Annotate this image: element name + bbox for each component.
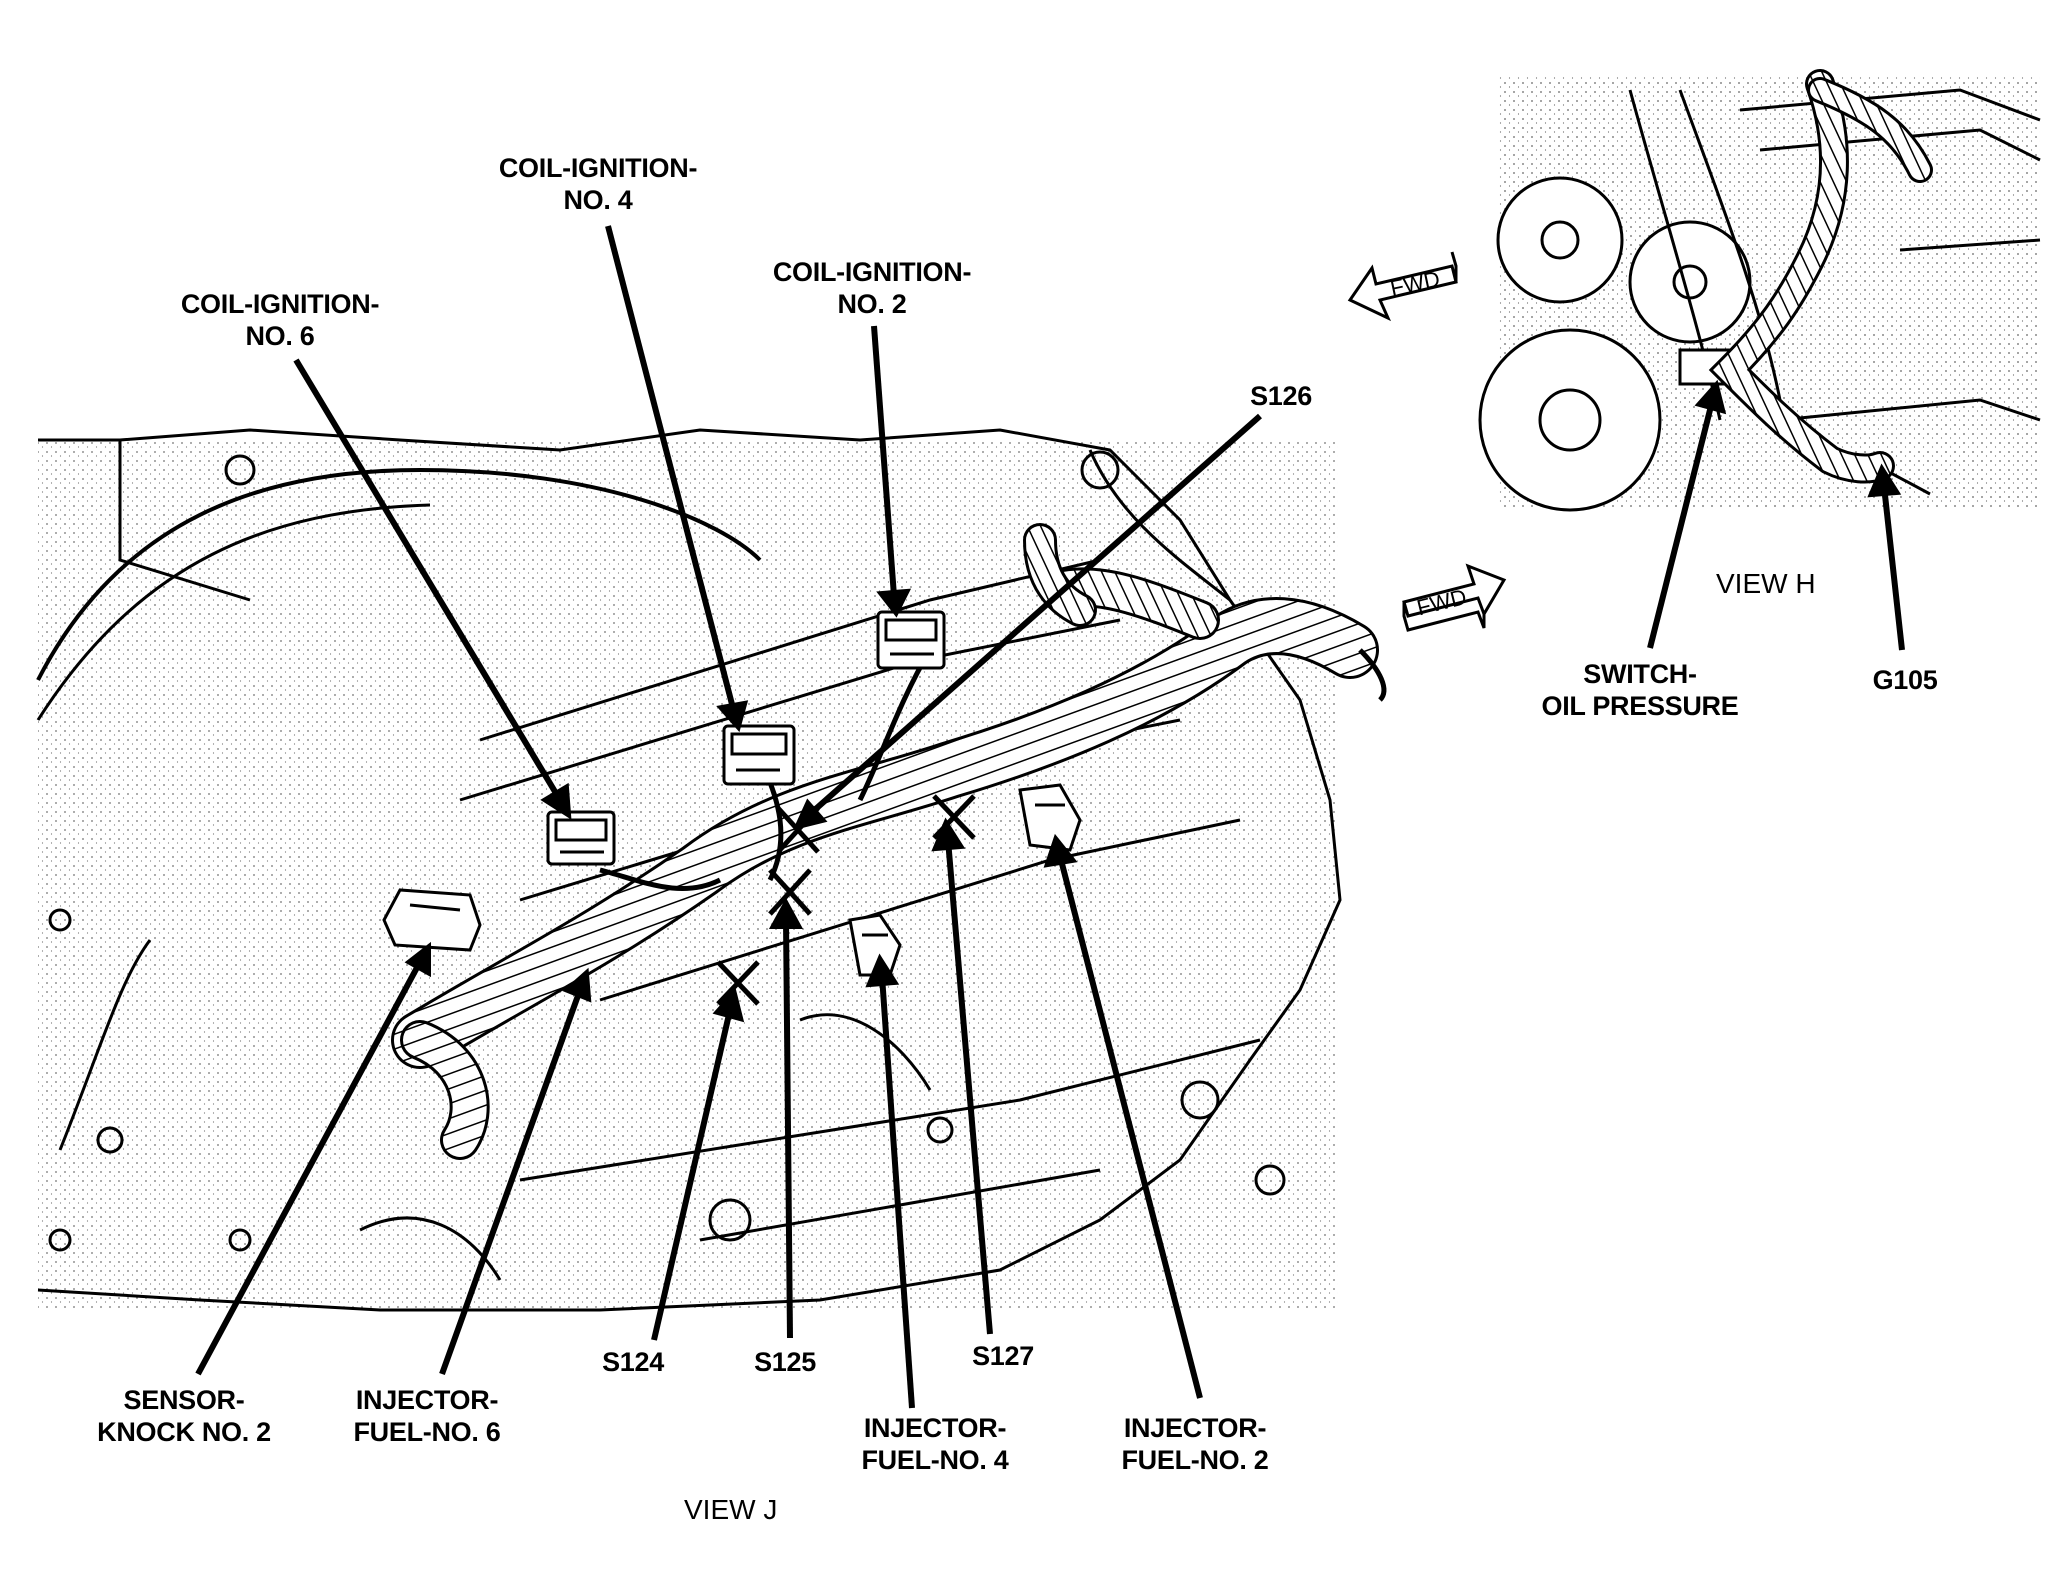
coil-6-connector [546,810,616,866]
injector-4-connector [848,913,902,977]
inj-4-arrowhead [865,953,900,988]
inj-6-arrowhead [562,967,592,1003]
label-switch-oil-pressure: SWITCH-OIL PRESSURE [1541,659,1739,721]
label-coil-ignition-6: COIL-IGNITION-NO. 6 [180,289,380,351]
label-s126: S126 [1250,381,1312,411]
label-s124: S124 [602,1347,664,1377]
coil-4-connector [722,724,796,786]
knock-sensor-connector [382,888,482,952]
s124-arrowhead [712,987,745,1023]
coil-4-arrowhead [716,700,749,733]
engine-view-h [1478,76,2041,512]
injector-2-connector [1018,783,1082,852]
fwd-label-view-h: FWD [1388,266,1442,301]
s126-arrowhead [792,798,828,831]
view-h-title: VIEW H [1716,568,1816,599]
label-sensor-knock-2: SENSOR-KNOCK NO. 2 [97,1385,271,1447]
coil-2-connector [876,610,946,670]
s125-splice-mark [768,868,812,916]
label-s125: S125 [754,1347,816,1377]
label-injector-fuel-2: INJECTOR-FUEL-NO. 2 [1121,1413,1269,1475]
label-injector-fuel-4: INJECTOR-FUEL-NO. 4 [861,1413,1009,1475]
wiring-harness [391,523,1387,1160]
leader-lines-view-j [195,225,1262,1409]
oil-switch-arrowhead [1694,379,1727,415]
harness-view-h [1708,69,1933,484]
label-g105: G105 [1872,665,1938,695]
g105-arrowhead [1867,463,1902,498]
label-s127: S127 [972,1341,1034,1371]
inj-2-arrowhead [1043,833,1078,868]
knock-2-arrowhead [404,941,431,978]
s127-arrowhead [931,817,966,852]
leader-lines-view-h [1647,379,1905,651]
connectors [382,610,1082,977]
label-coil-ignition-4: COIL-IGNITION-NO. 4 [498,153,698,215]
fwd-arrow-view-j: FWD [1402,563,1507,632]
coil-2-arrowhead [876,588,912,618]
s124-splice-mark [716,960,760,1006]
fwd-arrow-view-h: FWD [1347,251,1458,322]
coil-6-arrowhead [540,782,572,820]
label-injector-fuel-6: INJECTOR-FUEL-NO. 6 [353,1385,501,1447]
label-coil-ignition-2: COIL-IGNITION-NO. 2 [772,257,972,319]
s125-arrowhead [768,897,804,929]
view-j-title: VIEW J [684,1494,778,1525]
